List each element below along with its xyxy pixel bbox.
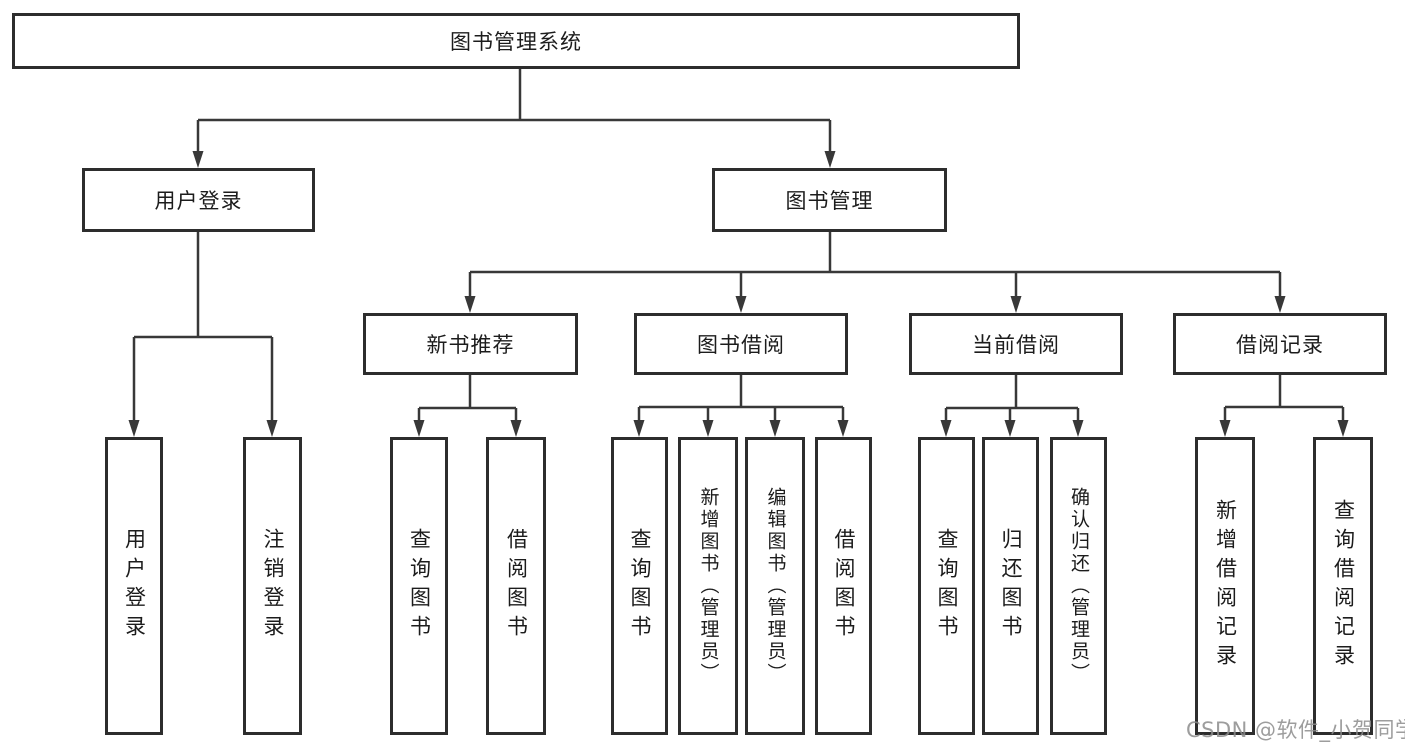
node-library-management-system: 图书管理系统 <box>12 13 1020 69</box>
node-user-login: 用户登录 <box>82 168 315 232</box>
leaf-confirm-return-admin: 确认归还（管理员） <box>1050 437 1107 735</box>
leaf-borrow-books-borrowing: 借阅图书 <box>815 437 872 735</box>
arrowhead-icons <box>128 151 1349 437</box>
leaf-query-books-current: 查询图书 <box>918 437 975 735</box>
node-book-management: 图书管理 <box>712 168 947 232</box>
node-current-borrowing: 当前借阅 <box>909 313 1123 375</box>
leaf-borrow-books-newbook: 借阅图书 <box>486 437 546 735</box>
node-new-book-recommendation: 新书推荐 <box>363 313 578 375</box>
csdn-watermark: CSDN @软件_小贺同学 <box>1186 718 1405 742</box>
leaf-return-books: 归还图书 <box>982 437 1039 735</box>
leaf-edit-books-admin: 编辑图书（管理员） <box>745 437 805 735</box>
leaf-logout: 注销登录 <box>243 437 302 735</box>
leaf-query-books-borrowing: 查询图书 <box>611 437 668 735</box>
leaf-add-borrow-record: 新增借阅记录 <box>1195 437 1255 735</box>
leaf-query-books-newbook: 查询图书 <box>390 437 448 735</box>
leaf-add-books-admin: 新增图书（管理员） <box>678 437 738 735</box>
node-book-borrowing: 图书借阅 <box>634 313 848 375</box>
node-borrowing-records: 借阅记录 <box>1173 313 1387 375</box>
leaf-user-login: 用户登录 <box>105 437 163 735</box>
leaf-query-borrow-record: 查询借阅记录 <box>1313 437 1373 735</box>
